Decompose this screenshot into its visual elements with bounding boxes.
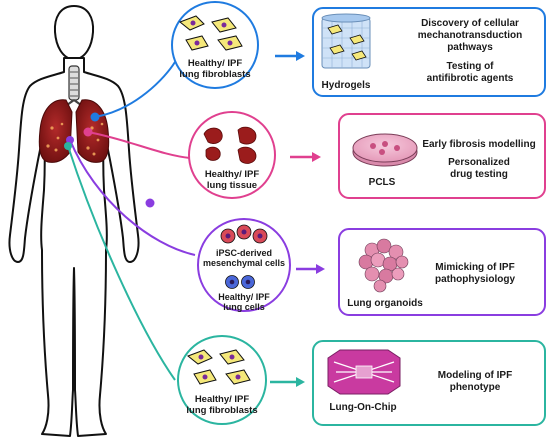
- model-name: Hydrogels: [322, 80, 371, 91]
- application-line: Testing of: [446, 61, 494, 72]
- connector-ipsc: [69, 139, 196, 256]
- source-label-line1: Healthy/ IPF: [195, 394, 250, 405]
- source-fibroblasts-bottom: Healthy/ IPF lung fibroblasts: [177, 335, 267, 425]
- source-fibroblasts-top: Healthy/ IPF lung fibroblasts: [171, 1, 259, 89]
- connector-fibroblasts-top: [94, 61, 176, 118]
- application-line: antifibrotic agents: [427, 73, 514, 84]
- model-name: Lung organoids: [347, 298, 423, 309]
- arrow-pink: [290, 152, 321, 162]
- model-box-pcls: PCLS Early fibrosis modelling Personaliz…: [338, 113, 546, 199]
- connector-fibroblasts-bottom: [67, 145, 176, 381]
- application-line: pathways: [447, 42, 493, 53]
- arrow-purple: [296, 264, 325, 274]
- fibroblast-cells: [187, 349, 251, 385]
- model-name: Lung-On-Chip: [329, 402, 396, 413]
- application-line: Early fibrosis modelling: [422, 139, 535, 150]
- model-name: PCLS: [369, 177, 396, 188]
- connector-lines: [64, 61, 196, 381]
- application-line: Mimicking of IPF: [435, 262, 514, 273]
- application-line: Discovery of cellular: [421, 18, 519, 29]
- application-line: Modeling of IPF: [438, 370, 512, 381]
- connector-dot-teal: [64, 142, 72, 150]
- arrow-teal: [270, 377, 305, 387]
- connector-dot-pink: [83, 127, 93, 137]
- source-label-line2: lung fibroblasts: [179, 69, 250, 80]
- source-label-line1: Healthy/ IPF: [188, 58, 243, 69]
- connector-dot-blue: [90, 112, 100, 122]
- organoid-icon: [358, 238, 409, 293]
- source-label-line2: lung fibroblasts: [186, 405, 257, 416]
- model-box-lung-on-chip: Lung-On-Chip Modeling of IPF phenotype: [312, 340, 546, 426]
- lung-cells: [225, 275, 255, 289]
- application-line: drug testing: [450, 169, 508, 180]
- application-line: pathophysiology: [435, 274, 515, 285]
- source-label-line2: mesenchymal cells: [203, 258, 285, 268]
- application-line: Personalized: [448, 157, 510, 168]
- model-box-hydrogels: Hydrogels Discovery of cellular mechanot…: [312, 7, 546, 97]
- model-box-organoids: Lung organoids Mimicking of IPF pathophy…: [338, 228, 546, 316]
- arrows: [270, 51, 325, 387]
- connector-lung-tissue: [87, 131, 191, 159]
- application-line: phenotype: [450, 382, 501, 393]
- ipsc-cells: [220, 224, 268, 244]
- source-label2-line1: Healthy/ IPF: [218, 292, 270, 302]
- source-label-line2: lung tissue: [207, 180, 257, 191]
- petri-dish-icon: [352, 133, 418, 167]
- source-lung-tissue: Healthy/ IPF lung tissue: [188, 111, 276, 199]
- fibroblast-cells: [179, 15, 243, 51]
- connector-dot-purple-2: [145, 198, 155, 208]
- source-label2-line2: lung cells: [223, 302, 265, 312]
- source-label-line1: iPSC-derived: [216, 248, 272, 258]
- lung-tissue-pieces: [203, 126, 257, 164]
- source-label-line1: Healthy/ IPF: [205, 169, 260, 180]
- source-ipsc-cells: iPSC-derived mesenchymal cells Healthy/ …: [197, 218, 291, 312]
- application-line: mechanotransduction: [418, 30, 522, 41]
- human-body-outline: [8, 5, 140, 437]
- hydrogel-icon: [321, 13, 371, 69]
- arrow-blue: [275, 51, 305, 61]
- chip-icon: [327, 349, 401, 395]
